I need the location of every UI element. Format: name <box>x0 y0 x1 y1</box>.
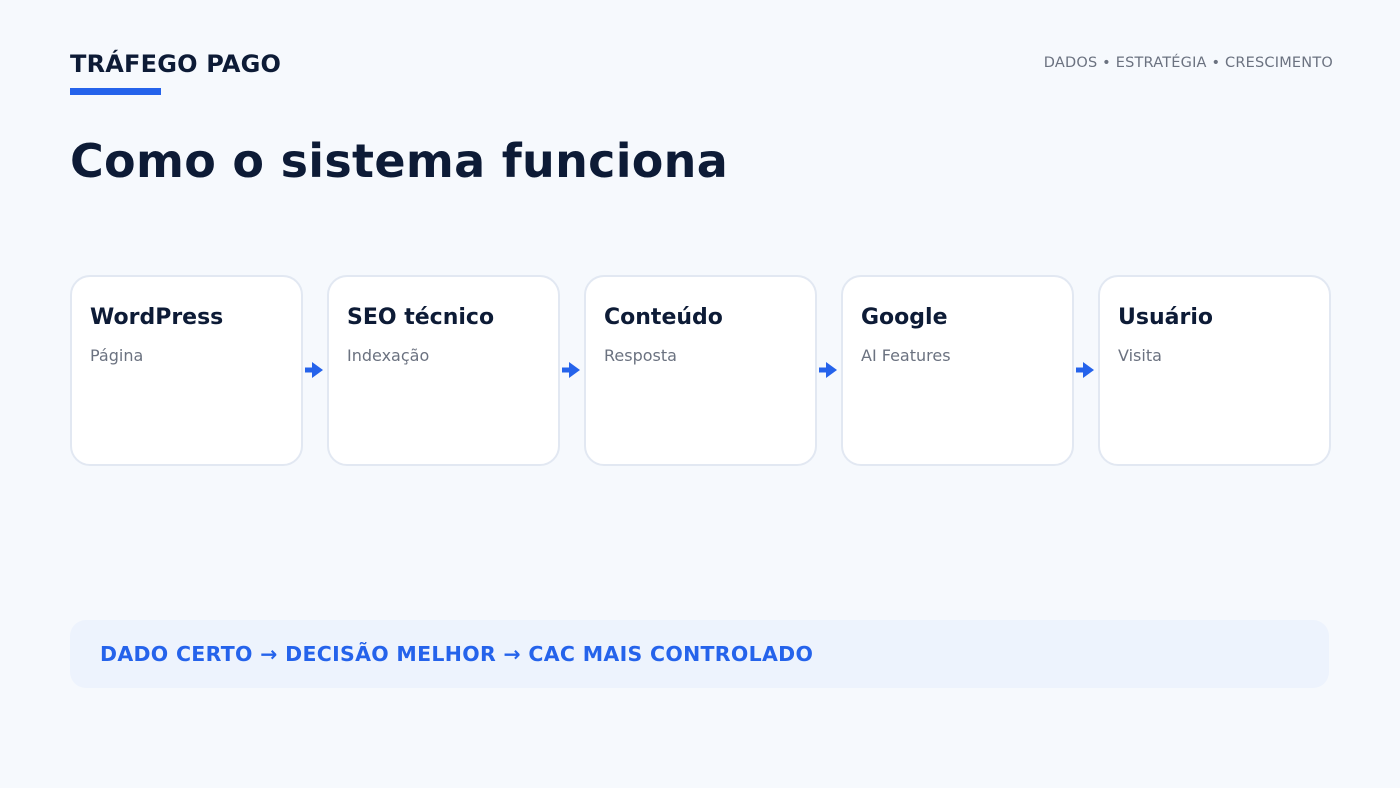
summary-banner: DADO CERTO → DECISÃO MELHOR → CAC MAIS C… <box>70 620 1329 688</box>
flow-step-subtitle: Visita <box>1118 346 1162 365</box>
flow-step-title: Usuário <box>1118 305 1213 330</box>
brand-underline <box>70 88 161 95</box>
arrow-right-icon <box>1076 362 1094 378</box>
flow-step-title: SEO técnico <box>347 305 495 330</box>
flow-step-title: Google <box>861 305 948 330</box>
flow-step-subtitle: Indexação <box>347 346 430 365</box>
flow-step-subtitle: Página <box>90 346 144 365</box>
flow-step-wordpress: WordPress Página <box>70 275 303 466</box>
flow-step-conteudo: Conteúdo Resposta <box>584 275 817 466</box>
arrow-right-icon <box>562 362 580 378</box>
summary-text: DADO CERTO → DECISÃO MELHOR → CAC MAIS C… <box>100 642 814 666</box>
flow-step-seo: SEO técnico Indexação <box>327 275 560 466</box>
arrow-right-icon <box>305 362 323 378</box>
flow-step-subtitle: AI Features <box>861 346 951 365</box>
flow-step-title: WordPress <box>90 305 224 330</box>
flow-step-title: Conteúdo <box>604 305 723 330</box>
flow-step-google: Google AI Features <box>841 275 1074 466</box>
flow-diagram: WordPress Página SEO técnico Indexação C… <box>70 275 1331 466</box>
header-tagline: DADOS • ESTRATÉGIA • CRESCIMENTO <box>1043 55 1333 71</box>
page-title: Como o sistema funciona <box>70 134 729 188</box>
flow-step-usuario: Usuário Visita <box>1098 275 1331 466</box>
arrow-right-icon <box>819 362 837 378</box>
brand-title: TRÁFEGO PAGO <box>70 50 282 78</box>
flow-step-subtitle: Resposta <box>604 346 677 365</box>
